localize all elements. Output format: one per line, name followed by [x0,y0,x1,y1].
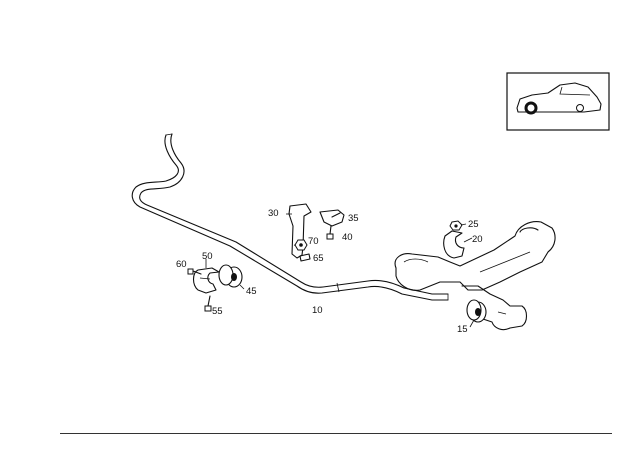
callout-25: 25 [468,219,479,230]
nut-70 [294,239,308,251]
leader-lines [205,213,475,328]
clip-35 [319,209,345,227]
callout-35: 35 [348,213,359,224]
washer-65 [299,253,311,262]
callout-15: 15 [457,324,468,335]
rubber-bushing [218,264,243,288]
callout-70: 70 [308,236,319,247]
callout-55: 55 [212,306,223,317]
clamp-20 [443,230,465,259]
callout-40: 40 [342,232,353,243]
callout-65: 65 [313,253,324,264]
car-locator-icon [506,72,610,131]
bolt-40 [326,225,334,240]
callout-labels: 10 15 20 25 30 35 40 45 50 55 60 65 70 [176,208,483,335]
callout-30: 30 [268,208,279,219]
bushing-clamp [192,267,220,294]
bolt-55 [204,295,212,312]
bolt-60 [187,268,202,275]
bushing-15 [466,299,487,323]
stabilizer-bar [131,133,449,301]
callout-50: 50 [202,251,213,262]
nut-25 [449,220,463,231]
callout-45: 45 [246,286,257,297]
footer-divider [60,433,612,434]
callout-60: 60 [176,259,187,270]
control-arm [394,221,556,331]
callout-20: 20 [472,234,483,245]
callout-10: 10 [312,305,323,316]
